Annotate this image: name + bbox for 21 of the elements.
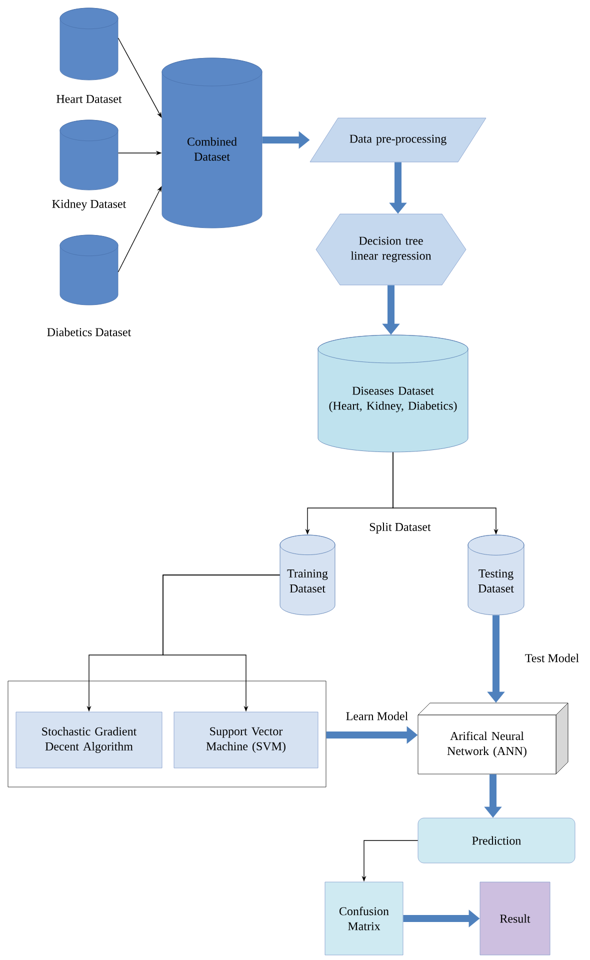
process-box: Support Vector Machine (SVM) [174,712,318,768]
database-cylinder: Combined Dataset [162,58,262,228]
database-cylinder: Diabetics Dataset [47,234,132,336]
node-label: Kidney Dataset [52,200,126,210]
node-label: Heart Dataset [56,95,122,103]
edge-label: Split Dataset [368,522,432,534]
process-box: Stochastic Gradient Decent Algorithm [16,712,162,768]
process-box: Prediction [418,818,576,864]
process-box: Result [480,882,550,956]
database-cylinder: Testing Dataset [468,534,524,616]
edge-label: Test Model [524,652,580,664]
process-box: Confusion Matrix [324,882,404,956]
edge-label: Learn Model [344,710,410,722]
process-hexagon: Decision tree linear regression [316,214,466,286]
node-label: Diabetics Dataset [47,328,132,336]
model-cube: Arifical Neural Network (ANN) [418,702,568,774]
process-parallelogram: Data pre-processing [310,118,486,162]
database-cylinder: Training Dataset [280,534,336,616]
database-cylinder: Heart Dataset [56,8,122,103]
database-cylinder: Diseases Dataset (Heart, Kidney, Diabetics) [318,334,468,452]
database-cylinder: Kidney Dataset [52,120,126,210]
